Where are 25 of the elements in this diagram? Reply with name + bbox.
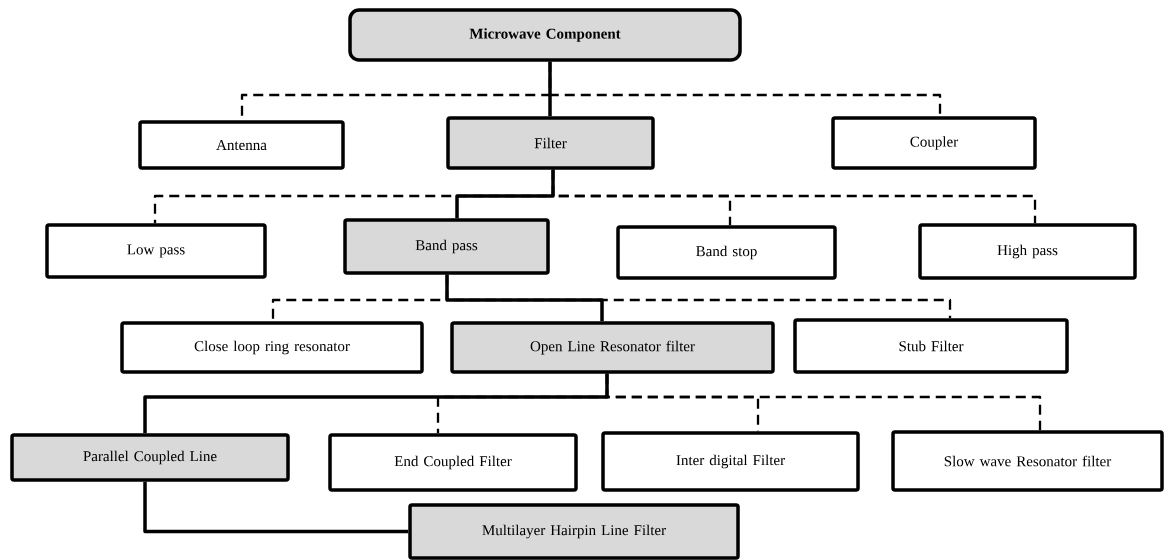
category-box: Antenna <box>138 120 345 170</box>
connector-line <box>143 481 409 534</box>
category-box: Coupler <box>831 116 1037 170</box>
connector-line <box>605 373 1042 431</box>
category-box: Inter digital Filter <box>601 431 860 492</box>
connector-line <box>548 61 942 117</box>
category-box: Slow wave Resonator filter <box>891 430 1164 492</box>
connector-line <box>143 373 609 434</box>
root-box: Microwave Component <box>348 8 742 62</box>
category-box: Filter <box>446 116 655 170</box>
connector-line <box>551 169 1037 224</box>
category-box: Open Line Resonator filter <box>450 321 775 374</box>
connector-line <box>445 274 604 322</box>
connector-line <box>548 61 552 117</box>
category-box: End Coupled Filter <box>328 433 578 492</box>
connector-line <box>445 274 952 319</box>
category-box: Close loop ring resonator <box>120 321 424 374</box>
category-box: High pass <box>918 223 1137 280</box>
category-box: Parallel Coupled Line <box>10 433 290 482</box>
category-box: Multilayer Hairpin Line Filter <box>408 503 740 560</box>
category-box: Band pass <box>343 218 550 275</box>
connector-line <box>455 169 555 219</box>
category-box: Low pass <box>45 223 267 279</box>
category-box: Band stop <box>616 225 837 280</box>
category-box: Stub Filter <box>793 318 1069 374</box>
